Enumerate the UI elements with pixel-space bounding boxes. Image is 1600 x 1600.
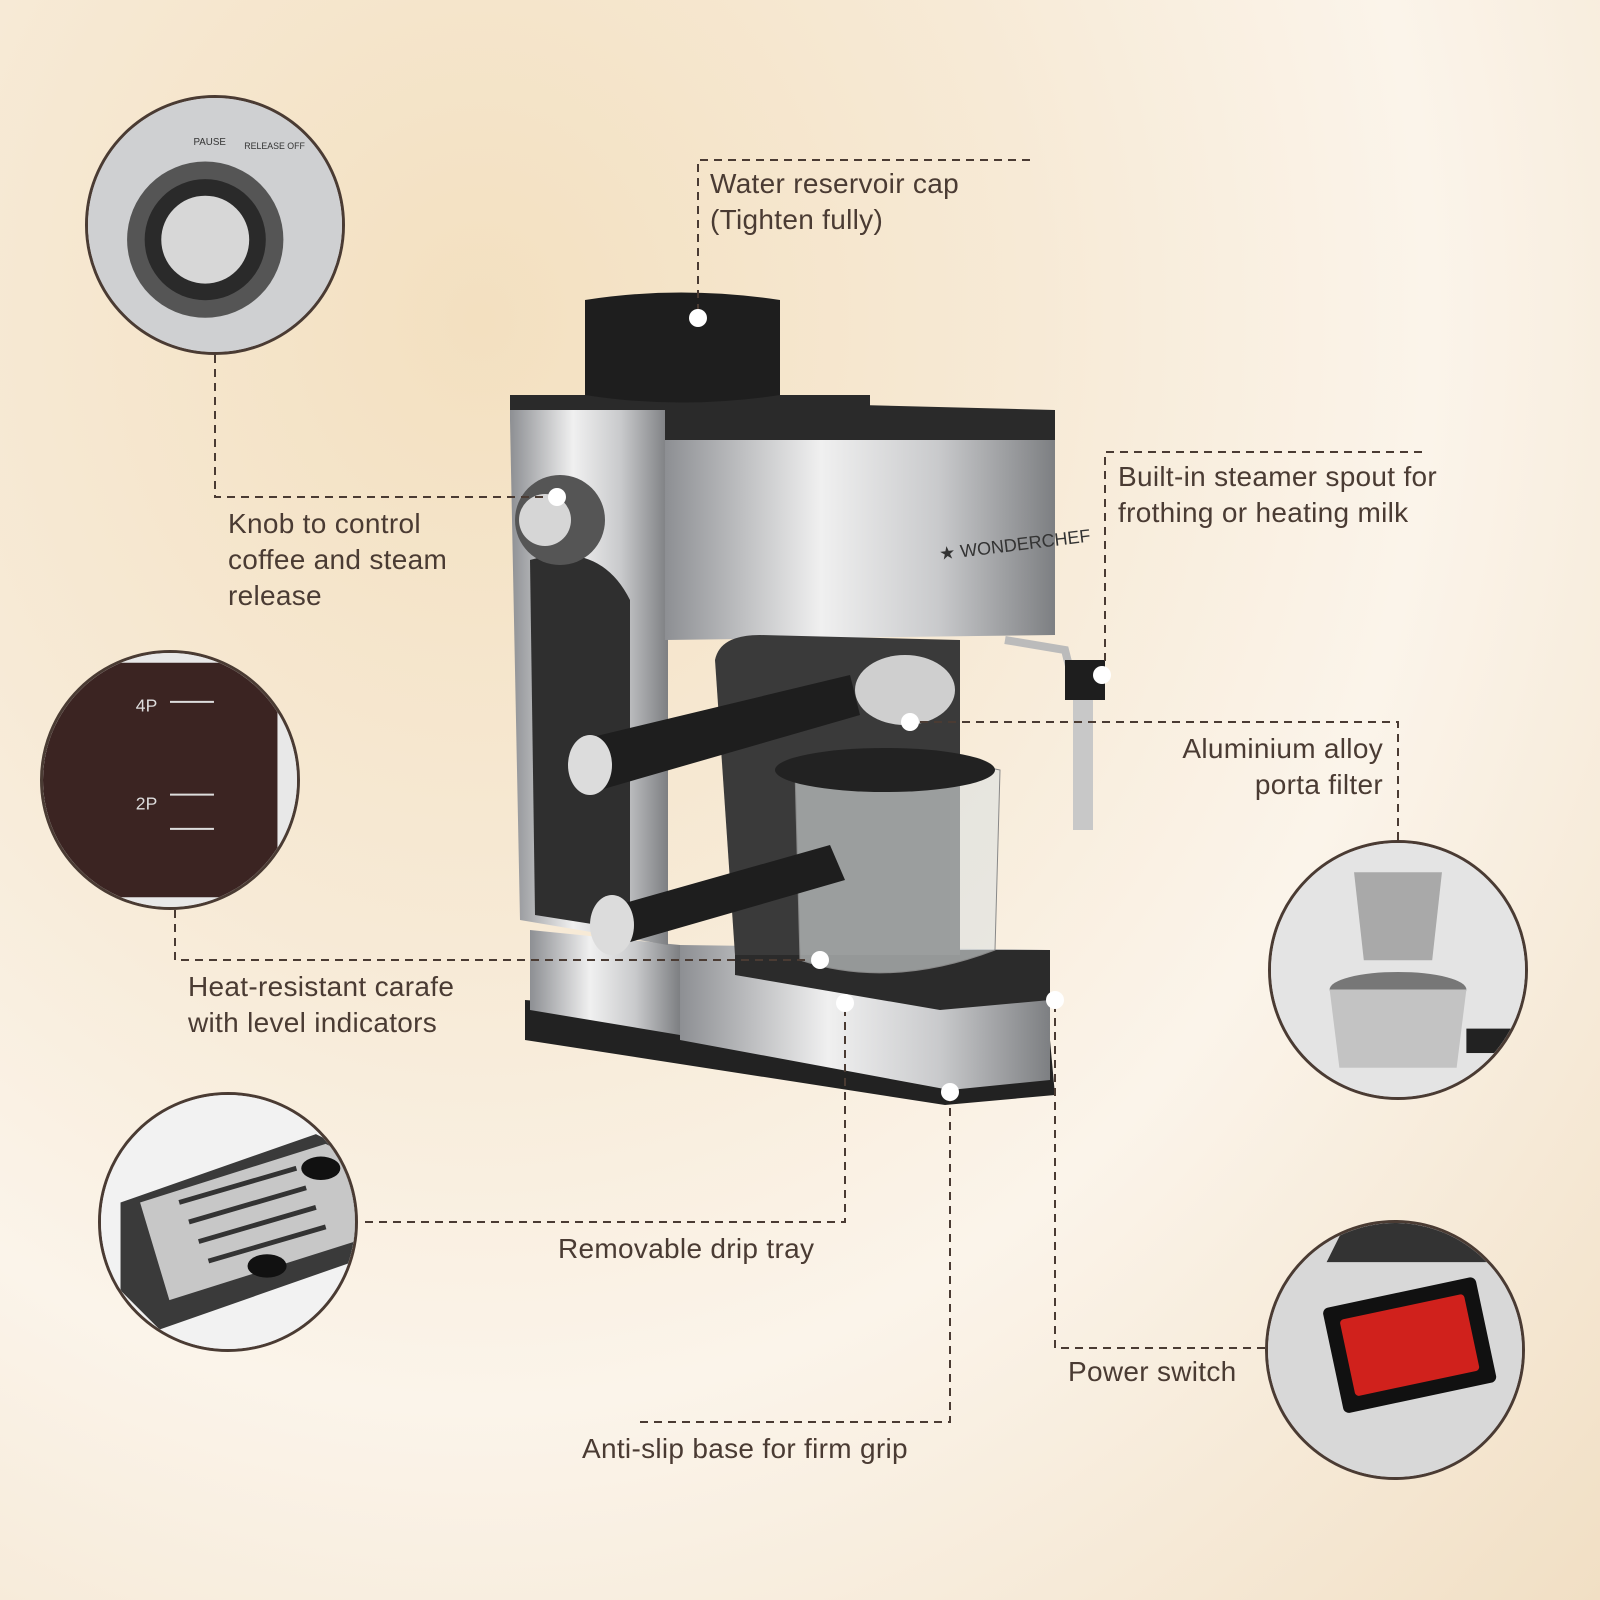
callout-power-switch: Power switch [1068,1356,1237,1387]
power-switch [1340,1294,1480,1396]
knob-detail-circle: PAUSE RELEASE OFF [85,95,345,355]
pause-marking: PAUSE [194,137,227,148]
power-switch-detail-circle [1265,1220,1525,1480]
porta-filter-detail-circle [1268,840,1528,1100]
release-marking: RELEASE OFF [244,141,305,151]
carafe-detail-circle: 4P 2P [40,650,300,910]
level-2p: 2P [136,793,158,813]
callout-drip-tray: Removable drip tray [558,1233,815,1264]
callout-anti-slip-base: Anti-slip base for firm grip [582,1433,908,1464]
level-4p: 4P [136,696,158,716]
callout-reservoir-cap: Water reservoir cap(Tighten fully) [710,168,959,235]
drip-tray-detail-circle [98,1092,358,1352]
